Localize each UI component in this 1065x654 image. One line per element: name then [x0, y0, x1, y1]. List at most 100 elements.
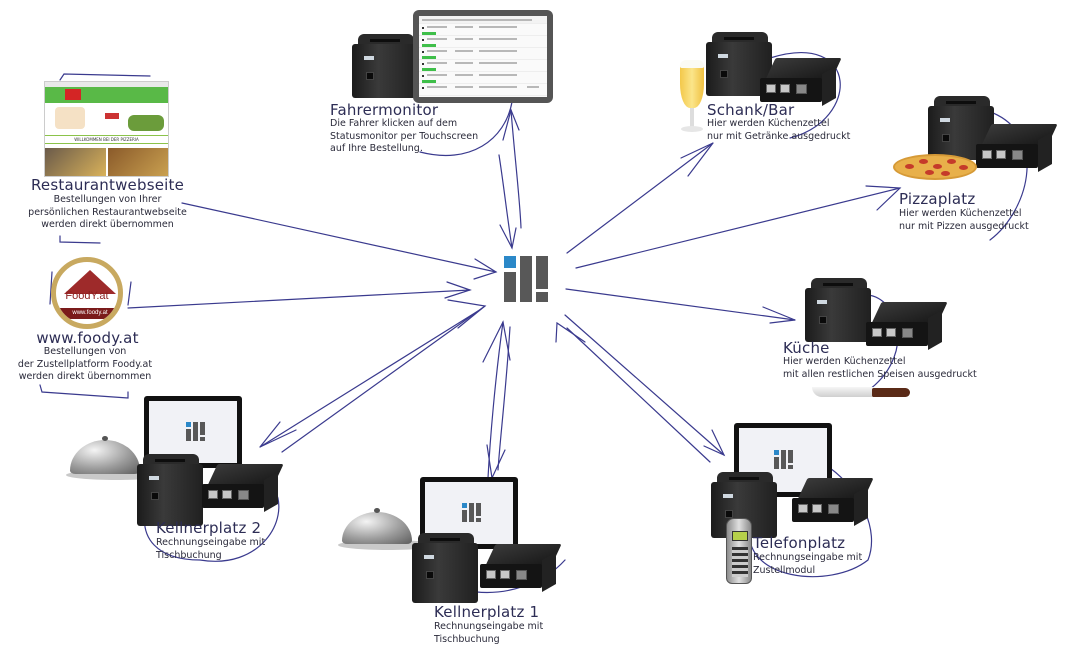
arrowhead-driver-bottom	[499, 224, 517, 250]
desc-line: Tischbuchung	[434, 633, 500, 645]
desc-line: Die Fahrer klicken auf dem	[330, 118, 458, 129]
waiter1-cloche-icon	[338, 506, 438, 556]
cordless-phone-icon	[726, 518, 752, 584]
desc-line: Bestellungen von Ihrer	[53, 194, 162, 205]
driver-printer	[352, 34, 418, 98]
phone-station-desc: Rechnungseingabe mit Zustellmodul	[753, 552, 862, 577]
pizza-title: Pizzaplatz	[899, 190, 976, 208]
loop-foody-bottom	[39, 384, 129, 399]
desc-line: Hier werden Küchenzettel	[783, 356, 906, 367]
desc-line: der Zustellplatform Foody.at	[17, 358, 153, 370]
desc-line: Tischbuchung	[156, 549, 222, 561]
waiter2-printer	[137, 454, 203, 526]
desc-line: auf Ihre Bestellung.	[330, 143, 423, 154]
bar-desc: Hier werden Küchenzettel nur mit Getränk…	[707, 118, 850, 143]
status-table-row[interactable]	[419, 48, 547, 60]
arrowhead-bar	[680, 142, 714, 177]
arrow-foody-to-hub	[127, 289, 471, 309]
status-table-row[interactable]	[419, 96, 547, 97]
website-welcome-text: WILLKOMMEN BEI DER PIZZERIA	[45, 135, 168, 144]
arrowhead-kitchen	[762, 306, 796, 324]
hub-logo-bar-4	[536, 292, 548, 302]
foody-logo-url: www.foody.at	[56, 308, 118, 319]
beer-glass-icon	[678, 60, 706, 136]
loop-website	[59, 73, 151, 81]
arrowhead-hub-from-phone	[555, 321, 586, 343]
hub-logo-bar-3	[536, 256, 548, 289]
desc-line: Rechnungseingabe mit	[753, 552, 863, 563]
arrowhead-phone	[703, 429, 726, 457]
status-table-row[interactable]	[419, 36, 547, 48]
arrow-hub-to-pizza	[575, 187, 901, 269]
desc-line: Rechnungseingabe mit	[434, 621, 544, 632]
arrow-hub-to-kitchen	[565, 288, 796, 321]
arrowhead-waiter2	[259, 421, 297, 448]
phone-station-monitor-logo	[774, 450, 794, 470]
arrow-hub-phone-b	[566, 327, 711, 463]
status-table-row[interactable]	[419, 72, 547, 84]
desc-line: Rechnungseingabe mit	[156, 537, 266, 548]
loop-website-bottom	[59, 235, 101, 244]
restaurant-website-title: Restaurantwebseite	[30, 176, 185, 194]
arrowhead-hub-from-waiter2	[447, 299, 487, 329]
waiter1-desc: Rechnungseingabe mit Tischbuchung	[434, 621, 543, 646]
waiter2-title: Kellnerplatz 2	[156, 519, 262, 537]
waiter1-title: Kellnerplatz 1	[434, 603, 540, 621]
website-nav-bar	[45, 87, 168, 103]
bar-raspberry-box	[760, 58, 842, 107]
arrowhead-driver-top	[502, 108, 520, 141]
arrowhead-pizza	[865, 185, 902, 211]
bar-title: Schank/Bar	[707, 101, 795, 119]
arrow-hub-driver-b	[510, 109, 522, 229]
arrowhead-foody	[444, 281, 472, 299]
restaurant-website-desc: Bestellungen von Ihrer persönlichen Rest…	[10, 194, 205, 232]
arrow-hub-driver-a	[498, 154, 513, 249]
status-table-row[interactable]	[419, 84, 547, 96]
waiter2-raspberry-box	[202, 464, 284, 513]
foody-logo: FoodY.at www.foody.at	[51, 257, 123, 329]
pizza-printer	[928, 96, 994, 160]
arrow-hub-waiter2-a	[259, 310, 479, 448]
hub-logo-bar-2	[520, 256, 532, 302]
desc-line: Hier werden Küchenzettel	[707, 118, 830, 129]
desc-line: Hier werden Küchenzettel	[899, 208, 1022, 219]
arrow-hub-waiter1-b	[497, 326, 511, 471]
website-photos	[45, 148, 168, 176]
foody-mountain-icon	[64, 270, 116, 294]
knife-icon	[812, 385, 912, 401]
desc-line: Bestellungen von	[43, 346, 127, 357]
desc-line: Statusmonitor per Touchscreen	[330, 130, 479, 142]
driver-status-tablet	[413, 10, 553, 103]
arrow-hub-phone-a	[564, 314, 725, 456]
website-badge	[65, 89, 81, 100]
foody-desc: Bestellungen von der Zustellplatform Foo…	[5, 346, 165, 384]
status-table-row[interactable]	[419, 24, 547, 36]
desc-line: werden direkt übernommen	[41, 219, 174, 230]
driver-monitor-title: Fahrermonitor	[330, 101, 439, 119]
status-table-row[interactable]	[419, 60, 547, 72]
waiter1-raspberry-box	[480, 544, 562, 593]
desc-line: werden direkt übernommen	[18, 371, 152, 382]
pizza-icon	[893, 154, 977, 180]
desc-line: mit allen restlichen Speisen ausgedruckt	[783, 368, 977, 380]
desc-line: nur mit Pizzen ausgedruckt	[899, 220, 1029, 232]
kitchen-desc: Hier werden Küchenzettel mit allen restl…	[783, 356, 977, 381]
hub-logo	[504, 256, 554, 306]
hub-logo-bar-1	[504, 272, 516, 302]
waiter2-desc: Rechnungseingabe mit Tischbuchung	[156, 537, 265, 562]
kitchen-raspberry-box	[866, 302, 948, 351]
loop-foody-right	[127, 281, 132, 306]
desc-line: nur mit Getränke ausgedruckt	[707, 130, 851, 142]
arrow-website-to-hub	[181, 202, 497, 273]
arrow-hub-waiter2-b	[281, 305, 486, 453]
arrowhead-waiter1-top	[482, 320, 511, 363]
waiter1-monitor-logo	[462, 503, 482, 523]
pizza-desc: Hier werden Küchenzettel nur mit Pizzen …	[899, 208, 1029, 233]
desc-line: Zustellmodul	[753, 564, 816, 576]
restaurant-website-thumbnail: WILLKOMMEN BEI DER PIZZERIA	[44, 81, 169, 177]
arrowhead-website	[473, 258, 498, 280]
driver-monitor-desc: Die Fahrer klicken auf dem Statusmonitor…	[330, 118, 478, 156]
arrow-hub-to-bar	[566, 142, 714, 254]
driver-status-table	[419, 16, 547, 97]
phone-station-title: Telefonplatz	[753, 534, 846, 552]
